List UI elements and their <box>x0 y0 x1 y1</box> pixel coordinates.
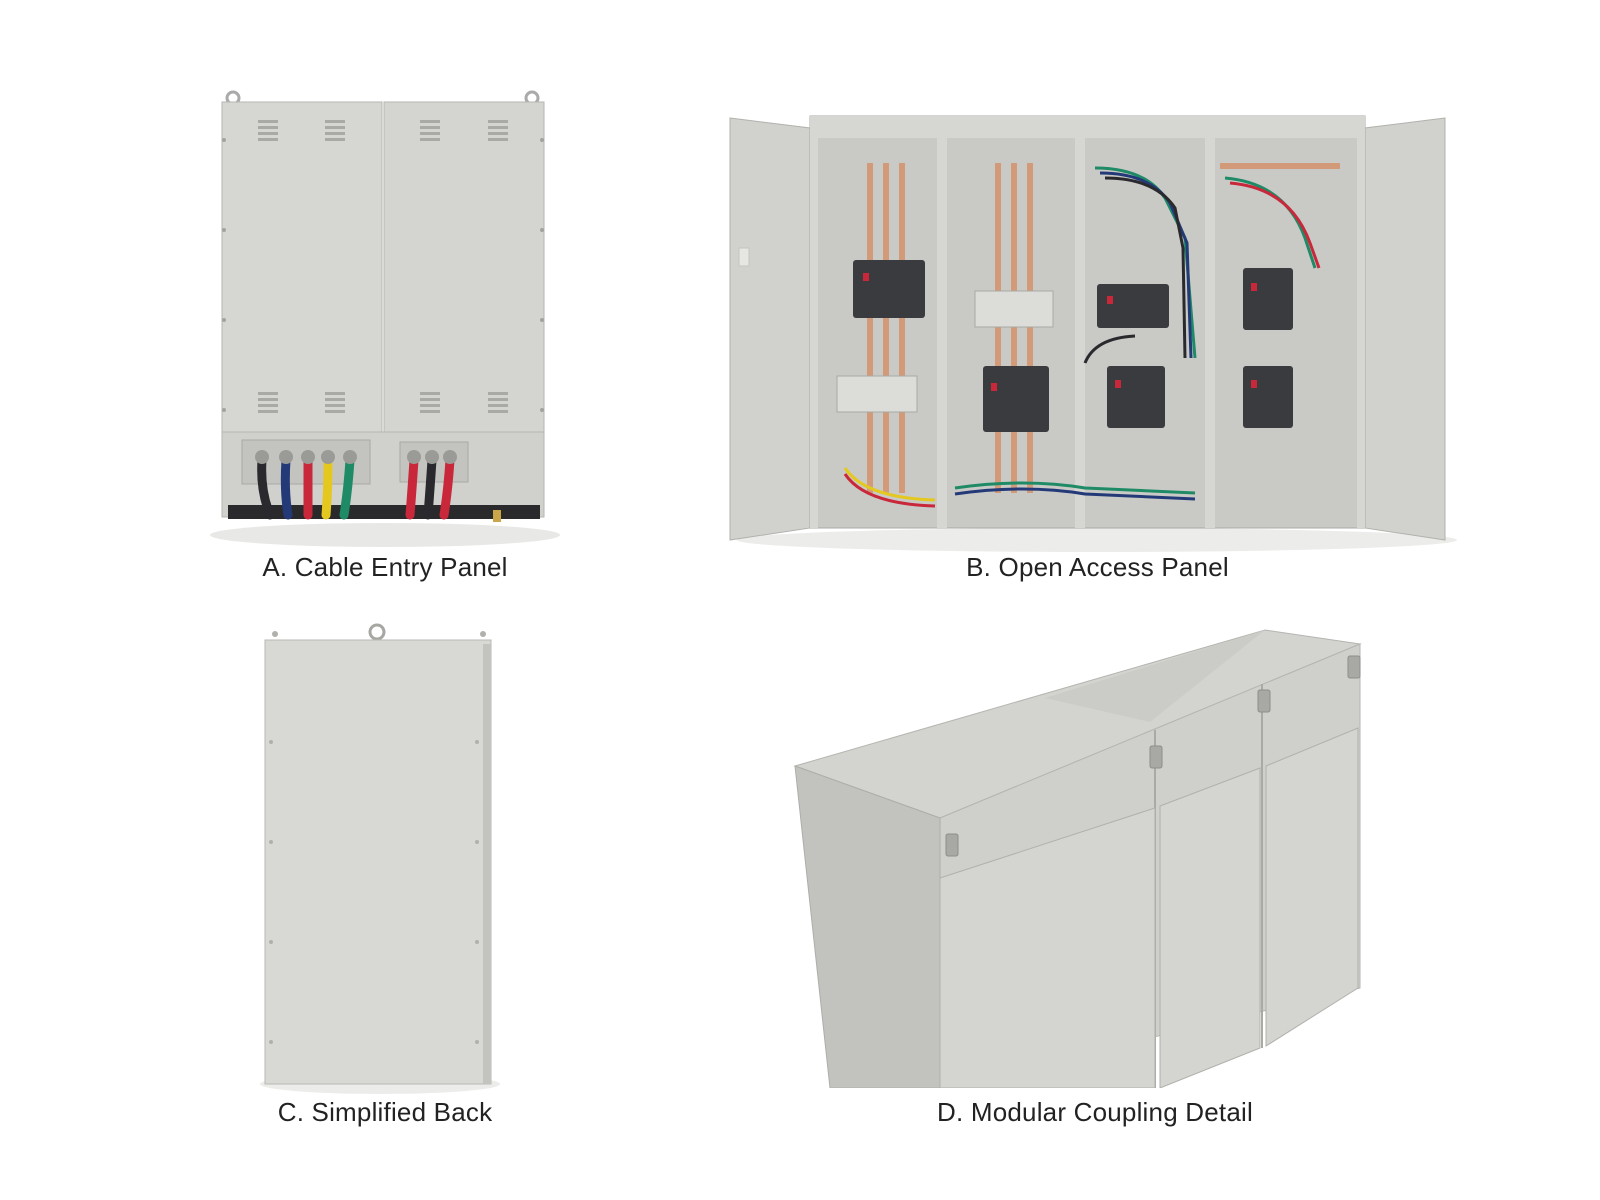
open-access-enclosure-image <box>729 115 1457 552</box>
panel-b-open-access <box>725 108 1470 556</box>
panel-d-modular-coupling <box>790 628 1370 1088</box>
caption-d: D. Modular Coupling Detail <box>937 1097 1253 1127</box>
panel-c-simplified-back <box>255 622 505 1102</box>
modular-coupling-enclosure-image <box>793 629 1362 1088</box>
panel-a-cable-entry <box>200 80 570 560</box>
simplified-back-enclosure-image <box>260 623 500 1094</box>
caption-a: A. Cable Entry Panel <box>262 552 508 582</box>
caption-b: B. Open Access Panel <box>966 552 1229 582</box>
cable-entry-enclosure-image <box>210 90 560 547</box>
caption-c: C. Simplified Back <box>277 1097 493 1127</box>
